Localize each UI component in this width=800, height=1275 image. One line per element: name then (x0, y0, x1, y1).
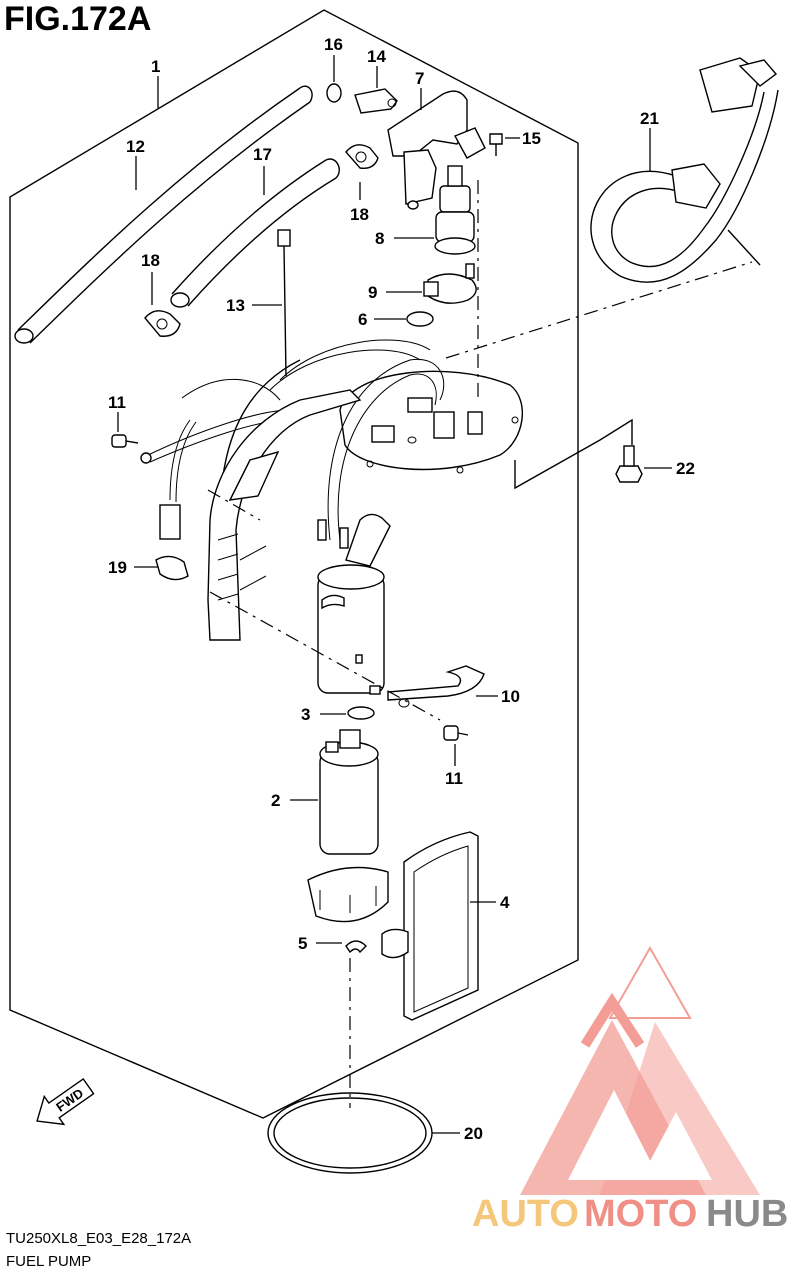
clip-part-16 (326, 83, 342, 103)
assembly-axis (207, 489, 261, 521)
hose-part-17 (170, 158, 340, 308)
callout-11: 11 (445, 769, 463, 788)
exploded-view-frame (9, 9, 579, 1119)
callout-3: 3 (301, 705, 310, 724)
automotohub-logo (520, 945, 760, 1195)
callout-7: 7 (415, 69, 424, 88)
fuel-filter-part-4 (381, 831, 479, 1021)
o-ring-part-3 (347, 706, 375, 720)
watermark-text: AUTO MOTO HUB (472, 1193, 788, 1235)
pump-bracket (207, 389, 362, 641)
callout-15: 15 (522, 129, 541, 148)
callout-2: 2 (271, 791, 280, 810)
screw-part-11a (111, 434, 139, 448)
hose-part-12 (14, 85, 313, 344)
hose-clamp-part-18a (144, 310, 181, 337)
pressure-regulator-part-8 (434, 165, 476, 255)
pump-strap-part-10 (387, 665, 485, 701)
regulator-holder-part-9 (423, 263, 477, 304)
callout-18: 18 (141, 251, 160, 270)
fuel-outlet-pipe-part-7 (387, 90, 486, 210)
watermark-auto: AUTO (472, 1193, 579, 1235)
callout-8: 8 (375, 229, 384, 248)
callout-17: 17 (253, 145, 272, 164)
fuel-feed-hose-part-21 (590, 57, 779, 283)
callout-12: 12 (126, 137, 145, 156)
callout-18: 18 (350, 205, 369, 224)
cable-tie-part-13 (277, 229, 291, 377)
joint-part-14 (354, 88, 398, 114)
figure-name: FUEL PUMP (6, 1253, 91, 1270)
callout-11: 11 (108, 393, 126, 412)
section-break (727, 229, 761, 266)
screw-part-15 (489, 133, 503, 156)
pump-holder (317, 513, 391, 695)
fwd-arrow-icon: FWD (36, 1077, 95, 1126)
figure-title: FIG.172A (4, 0, 151, 38)
screw-part-11b (443, 725, 469, 741)
hose-clamp-part-18b (345, 144, 379, 169)
watermark-moto: MOTO (584, 1193, 697, 1235)
fuel-pump-flange (339, 370, 524, 474)
fuel-pump-part-2 (319, 729, 379, 855)
pump-lower-holder (307, 866, 389, 923)
figure-code: TU250XL8_E03_E28_172A (6, 1230, 191, 1247)
callout-13: 13 (226, 296, 245, 315)
callout-4: 4 (500, 893, 510, 912)
callout-19: 19 (108, 558, 127, 577)
assembly-axis (445, 261, 753, 359)
callout-22: 22 (676, 459, 695, 478)
circlip-part-5 (345, 940, 367, 954)
callout-labels: 1 12 16 14 7 15 17 18 18 8 13 9 6 21 11 … (108, 35, 695, 1143)
bolt-part-22 (615, 445, 643, 483)
callout-9: 9 (368, 283, 377, 302)
o-ring-part-6 (406, 311, 434, 327)
callout-10: 10 (501, 687, 520, 706)
callout-21: 21 (640, 109, 659, 128)
callout-5: 5 (298, 934, 307, 953)
callout-20: 20 (464, 1124, 483, 1143)
clamp-part-19 (155, 555, 189, 581)
gasket-part-20-inner (273, 1097, 427, 1169)
section-break (514, 418, 633, 490)
callout-leaders (117, 55, 672, 1134)
callout-14: 14 (367, 47, 386, 66)
callout-16: 16 (324, 35, 343, 54)
callout-1: 1 (151, 57, 160, 76)
callout-6: 6 (358, 310, 367, 329)
watermark-hub: HUB (706, 1193, 788, 1235)
